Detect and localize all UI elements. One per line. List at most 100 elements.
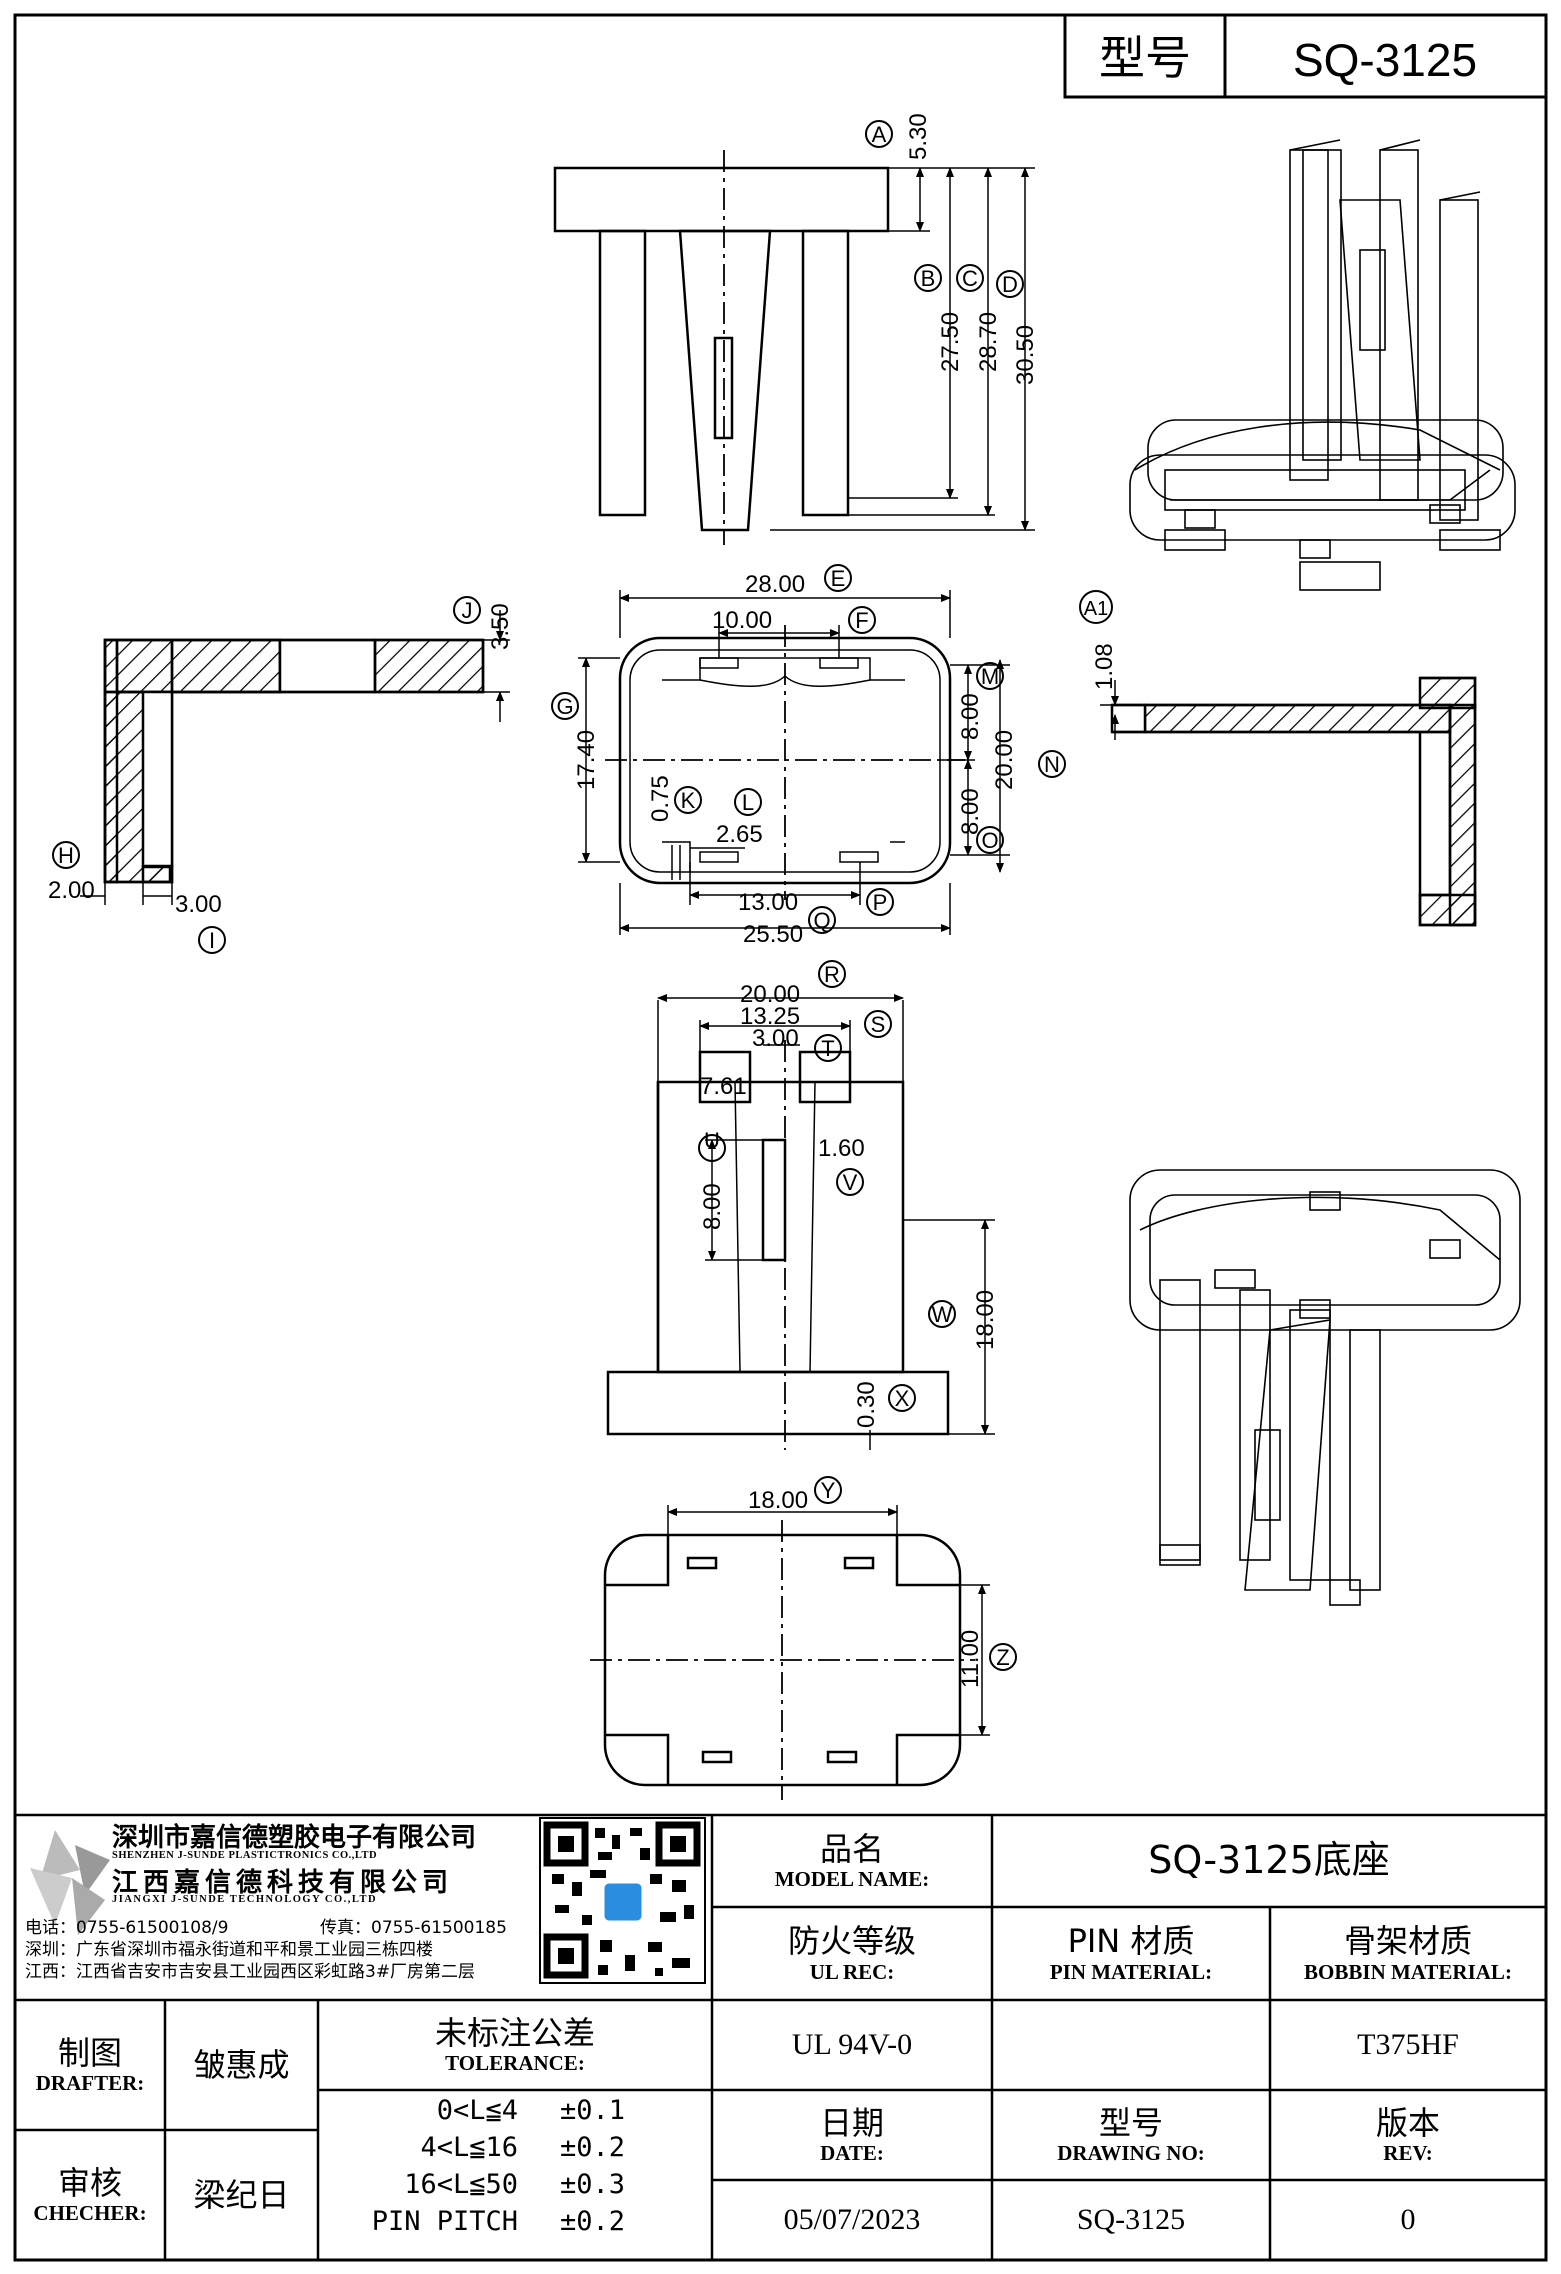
dim-id-N: N bbox=[1044, 752, 1060, 777]
dim-id-U: U bbox=[704, 1128, 720, 1153]
tolerance-row: 0<L≦4 bbox=[338, 2095, 518, 2126]
bottom-view-labels: 18.00 11.00 bbox=[748, 1487, 984, 1688]
dim-value-B: 27.50 bbox=[937, 312, 964, 372]
dim-value-I: 3.00 bbox=[175, 891, 222, 918]
section-left bbox=[80, 610, 510, 905]
side-view bbox=[606, 994, 995, 1450]
dim-value-A1: 1.08 bbox=[1091, 643, 1118, 690]
side-view-labels: 20.00 13.25 3.00 7.61 8.00 1.60 18.00 0.… bbox=[699, 981, 999, 1428]
side-view-bubbles: R S T U V W X bbox=[698, 960, 956, 1412]
ul-rec-value-text: UL 94V-0 bbox=[791, 2027, 913, 2061]
tolerance-value: ±0.2 bbox=[560, 2132, 626, 2163]
tolerance-label: 未标注公差 TOLERANCE: bbox=[318, 2000, 712, 2090]
date-value-text: 05/07/2023 bbox=[783, 2202, 921, 2236]
dim-id-G: G bbox=[556, 694, 573, 719]
pin-material-value bbox=[992, 2000, 1270, 2090]
dim-value-Q: 25.50 bbox=[743, 921, 803, 948]
tolerance-row: ±0.1 bbox=[560, 2095, 625, 2126]
tolerance-row: 4<L≦16 bbox=[338, 2132, 518, 2163]
company-address-shenzhen: 深圳：广东省深圳市福永街道和平和景工业园三栋四楼 bbox=[25, 1940, 433, 1960]
checker-cn: 审核 bbox=[57, 2163, 122, 2202]
dim-id-M: M bbox=[981, 664, 999, 689]
dim-id-L: L bbox=[742, 790, 754, 815]
drafter-value-text: 皱惠成 bbox=[193, 2045, 290, 2084]
section-right bbox=[1100, 676, 1477, 927]
dim-value-F: 10.00 bbox=[712, 607, 772, 634]
section-left-bubbles: J H I bbox=[52, 596, 481, 954]
tolerance-row: PIN PITCH bbox=[338, 2206, 518, 2237]
rev-value-text: 0 bbox=[1400, 2202, 1416, 2236]
company-name-cn: 深圳市嘉信德塑胶电子有限公司 bbox=[112, 1823, 477, 1853]
dim-value-t2: 7.61 bbox=[700, 1073, 747, 1100]
model-name-label: 品名 MODEL NAME: bbox=[712, 1815, 992, 1907]
drafter-cn: 制图 bbox=[57, 2033, 122, 2072]
top-view-bubbles: E F G K L M N O P Q bbox=[551, 564, 1066, 934]
dim-value-Z: 11.00 bbox=[957, 1630, 984, 1688]
model-name-value-text: SQ-3125底座 bbox=[1148, 1838, 1390, 1883]
pin-material-label: PIN 材质 PIN MATERIAL: bbox=[992, 1907, 1270, 2000]
drawing-no-cn: 型号 bbox=[1098, 2103, 1163, 2142]
header-model-box: 型号 SQ-3125 bbox=[1063, 13, 1548, 99]
ul-rec-cn: 防火等级 bbox=[787, 1922, 916, 1961]
tolerance-value: ±0.2 bbox=[560, 2206, 626, 2237]
front-dim-bubbles: A B C D bbox=[865, 120, 1024, 298]
dim-value-C: 28.70 bbox=[975, 312, 1002, 372]
top-view bbox=[578, 590, 1010, 935]
iso-view-top bbox=[1129, 139, 1516, 591]
dim-id-W: W bbox=[932, 1302, 953, 1327]
checker-label: 审核 CHECHER: bbox=[15, 2130, 165, 2260]
company-address-jiangxi: 江西：江西省吉安市吉安县工业园西区彩虹路3#厂房第二层 bbox=[25, 1962, 476, 1982]
date-label: 日期 DATE: bbox=[712, 2090, 992, 2180]
tolerance-range: 16<L≦50 bbox=[404, 2169, 518, 2200]
section-right-labels: 1.08 A1 bbox=[1079, 590, 1118, 690]
tolerance-value: ±0.3 bbox=[560, 2169, 626, 2200]
date-value: 05/07/2023 bbox=[712, 2180, 992, 2260]
tolerance-en: TOLERANCE: bbox=[445, 2051, 585, 2076]
dim-id-K: K bbox=[681, 788, 696, 813]
tolerance-row: 16<L≦50 bbox=[338, 2169, 518, 2200]
bottom-view-bubbles: Y Z bbox=[814, 1476, 1017, 1671]
dim-value-T: 3.00 bbox=[752, 1025, 799, 1052]
dim-value-H: 2.00 bbox=[48, 877, 95, 904]
drawing-no-value: SQ-3125 bbox=[992, 2180, 1270, 2260]
pin-material-cn: PIN 材质 bbox=[1067, 1922, 1195, 1961]
rev-label: 版本 REV: bbox=[1270, 2090, 1546, 2180]
rev-en: REV: bbox=[1383, 2141, 1433, 2166]
pin-material-en: PIN MATERIAL: bbox=[1049, 1959, 1213, 1984]
header-model-label: 型号 bbox=[1099, 32, 1191, 84]
dim-id-T: T bbox=[821, 1036, 834, 1061]
model-name-cn: 品名 bbox=[819, 1829, 884, 1868]
company-logo bbox=[30, 1830, 110, 1935]
ul-rec-en: UL REC: bbox=[809, 1959, 895, 1984]
section-left-labels: 3.50 2.00 3.00 bbox=[48, 603, 514, 918]
dim-value-U: 8.00 bbox=[699, 1183, 726, 1230]
ul-rec-label: 防火等级 UL REC: bbox=[712, 1907, 992, 2000]
dim-value-W: 18.00 bbox=[972, 1290, 999, 1350]
bobbin-material-value-text: T375HF bbox=[1357, 2027, 1459, 2061]
dim-value-Y: 18.00 bbox=[748, 1487, 808, 1514]
tolerance-range: PIN PITCH bbox=[371, 2206, 518, 2237]
dim-id-V: V bbox=[843, 1170, 858, 1195]
dim-id-I: I bbox=[209, 928, 215, 953]
dim-value-M: 8.00 bbox=[957, 693, 984, 740]
dim-value-D: 30.50 bbox=[1012, 325, 1039, 385]
dim-value-K: 0.75 bbox=[647, 775, 674, 822]
dim-value-P: 13.00 bbox=[738, 889, 798, 916]
dim-id-J: J bbox=[462, 598, 473, 623]
dim-value-O: 8.00 bbox=[957, 788, 984, 835]
company2-name-en: JIANGXI J-SUNDE TECHNOLOGY CO.,LTD bbox=[112, 1894, 378, 1905]
iso-view-bottom bbox=[1129, 1169, 1521, 1606]
dim-id-A: A bbox=[872, 122, 887, 147]
dim-id-O: O bbox=[981, 828, 998, 853]
dim-id-H: H bbox=[58, 843, 74, 868]
dim-value-V: 1.60 bbox=[818, 1135, 865, 1162]
dim-value-G: 17.40 bbox=[573, 730, 600, 790]
bobbin-material-value: T375HF bbox=[1270, 2000, 1546, 2090]
dim-id-Z: Z bbox=[996, 1645, 1009, 1670]
company-fax: 传真：0755-61500185 bbox=[320, 1918, 507, 1938]
dim-id-A1: A1 bbox=[1084, 598, 1108, 620]
dim-value-X: 0.30 bbox=[853, 1381, 880, 1428]
dim-id-Y: Y bbox=[821, 1478, 836, 1503]
dim-id-C: C bbox=[962, 266, 978, 291]
